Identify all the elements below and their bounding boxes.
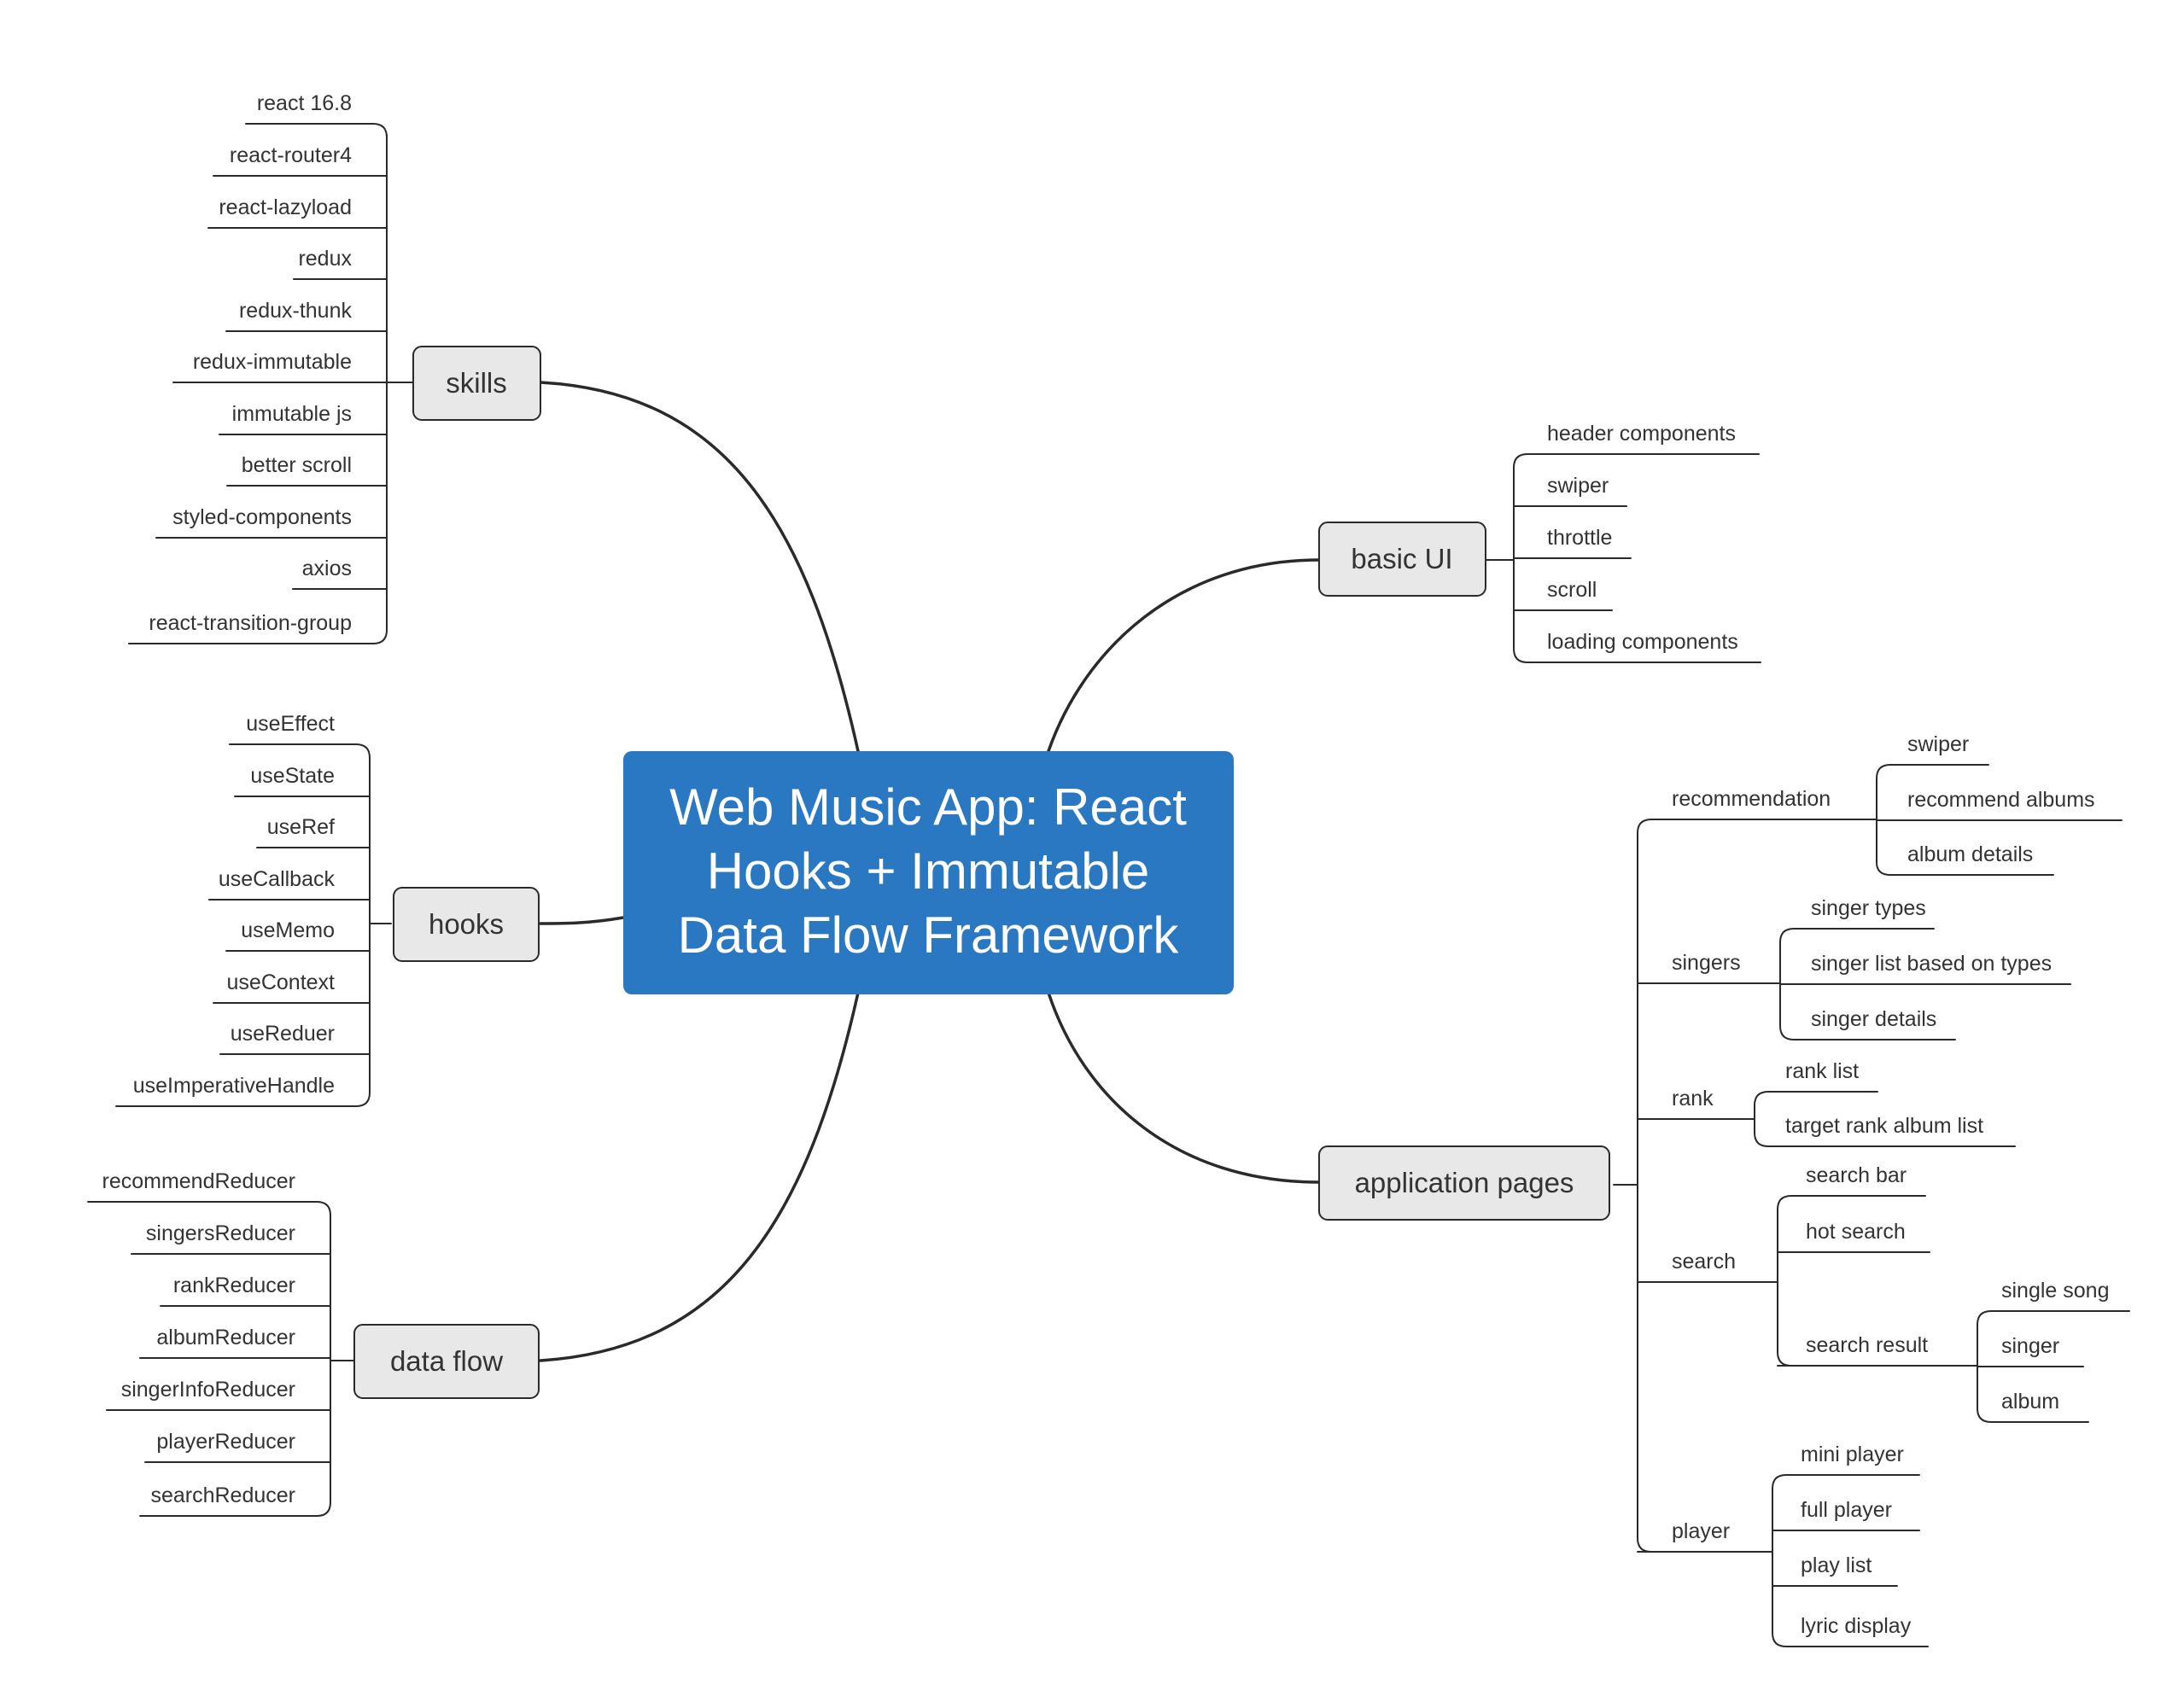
leaf-text[interactable]: useContext [227,970,336,994]
leaf-text[interactable]: album details [1907,842,2033,866]
leaf-text[interactable]: single song [2001,1279,2109,1303]
leaf-text[interactable]: playerReducer [156,1430,295,1454]
central-topic-line-1: Web Music App: React [669,778,1187,836]
leaf-text[interactable]: useCallback [219,867,336,891]
leaf-text[interactable]: rankReducer [173,1274,295,1297]
basic-ui-tree-lines [1485,453,1761,663]
leaf-text[interactable]: react 16.8 [257,91,352,115]
subtopic-recommendation[interactable]: recommendation [1672,787,1831,811]
subtopic-singers[interactable]: singers [1672,951,1741,975]
leaf-text[interactable]: useImperativeHandle [133,1074,335,1098]
subtopic-rank[interactable]: rank [1672,1087,1714,1110]
leaf-text[interactable]: useReduer [231,1022,335,1046]
topic-data-flow-label: data flow [390,1345,503,1377]
leaf-text[interactable]: singer [2001,1334,2059,1358]
leaf-text[interactable]: axios [302,557,352,580]
skills-leaves: react 16.8 react-router4 react-lazyload … [149,91,352,635]
leaf-text[interactable]: immutable js [232,402,352,426]
leaf-text[interactable]: recommendReducer [102,1169,296,1193]
basic-ui-leaves: header components swiper throttle scroll… [1547,422,1738,654]
leaf-text[interactable]: singer list based on types [1811,952,2052,976]
leaf-text[interactable]: header components [1547,422,1736,446]
leaf-text[interactable]: redux-thunk [239,299,353,323]
topic-data-flow[interactable]: data flow [353,1324,540,1399]
connector-hooks [539,916,625,925]
leaf-text[interactable]: useState [250,764,335,788]
leaf-text[interactable]: albumReducer [156,1326,295,1349]
hooks-tree-lines [115,743,392,1107]
leaf-text[interactable]: full player [1801,1498,1892,1522]
central-topic-line-3: Data Flow Framework [678,906,1180,964]
topic-application-pages-label: application pages [1355,1167,1574,1198]
topic-basic-ui[interactable]: basic UI [1318,522,1486,597]
central-topic[interactable]: Web Music App: React Hooks + Immutable D… [623,751,1234,994]
connector-skills [539,381,860,753]
data-flow-tree-lines [87,1201,355,1517]
leaf-text[interactable]: mini player [1801,1443,1904,1466]
skills-tree-lines [128,123,541,644]
connector-data-flow [539,991,860,1362]
connector-basic-ui [1047,558,1321,753]
leaf-text[interactable]: swiper [1907,732,1969,756]
leaf-text[interactable]: redux [298,247,352,271]
data-flow-leaves: recommendReducer singersReducer rankRedu… [102,1169,296,1507]
leaf-text[interactable]: swiper [1547,474,1609,498]
leaf-text[interactable]: search bar [1806,1163,1907,1187]
topic-basic-ui-label: basic UI [1351,543,1452,574]
central-topic-line-2: Hooks + Immutable [707,842,1150,900]
leaf-text[interactable]: target rank album list [1785,1114,1983,1138]
leaf-text[interactable]: redux-immutable [193,350,352,374]
leaf-text[interactable]: hot search [1806,1220,1906,1244]
subtopic-player[interactable]: player [1672,1519,1730,1543]
leaf-text[interactable]: useMemo [241,918,335,942]
topic-hooks[interactable]: hooks [393,887,540,962]
leaf-text[interactable]: play list [1801,1553,1872,1577]
leaf-text[interactable]: singer details [1811,1007,1936,1031]
topic-skills-label: skills [446,367,507,399]
topic-skills[interactable]: skills [412,346,541,421]
leaf-text[interactable]: rank list [1785,1059,1859,1083]
leaf-text[interactable]: useEffect [246,712,335,736]
topic-application-pages[interactable]: application pages [1318,1145,1610,1221]
leaf-text[interactable]: lyric display [1801,1614,1912,1638]
leaf-text[interactable]: styled-components [172,505,352,529]
leaf-text[interactable]: better scroll [242,453,352,477]
leaf-text[interactable]: loading components [1547,630,1738,654]
leaf-text[interactable]: throttle [1547,526,1612,550]
leaf-text[interactable]: album [2001,1390,2059,1413]
subtopic-search[interactable]: search [1672,1250,1736,1274]
leaf-text[interactable]: scroll [1547,578,1597,602]
leaf-text[interactable]: react-router4 [230,143,352,167]
leaf-text[interactable]: singerInfoReducer [121,1378,295,1402]
leaf-text[interactable]: recommend albums [1907,788,2095,812]
leaf-text[interactable]: useRef [267,815,335,839]
subtopic-search-result[interactable]: search result [1806,1333,1928,1357]
leaf-text[interactable]: singer types [1811,896,1926,920]
leaf-text[interactable]: searchReducer [150,1483,295,1507]
leaf-text[interactable]: singersReducer [146,1221,295,1245]
connector-application-pages [1047,991,1321,1184]
application-pages-tree-lines [1613,764,2130,1647]
topic-hooks-label: hooks [429,908,504,940]
application-pages-subtopics: recommendation singers rank search playe… [1672,732,2109,1638]
hooks-leaves: useEffect useState useRef useCallback us… [133,712,336,1098]
leaf-text[interactable]: react-transition-group [149,611,352,635]
leaf-text[interactable]: react-lazyload [219,195,352,219]
